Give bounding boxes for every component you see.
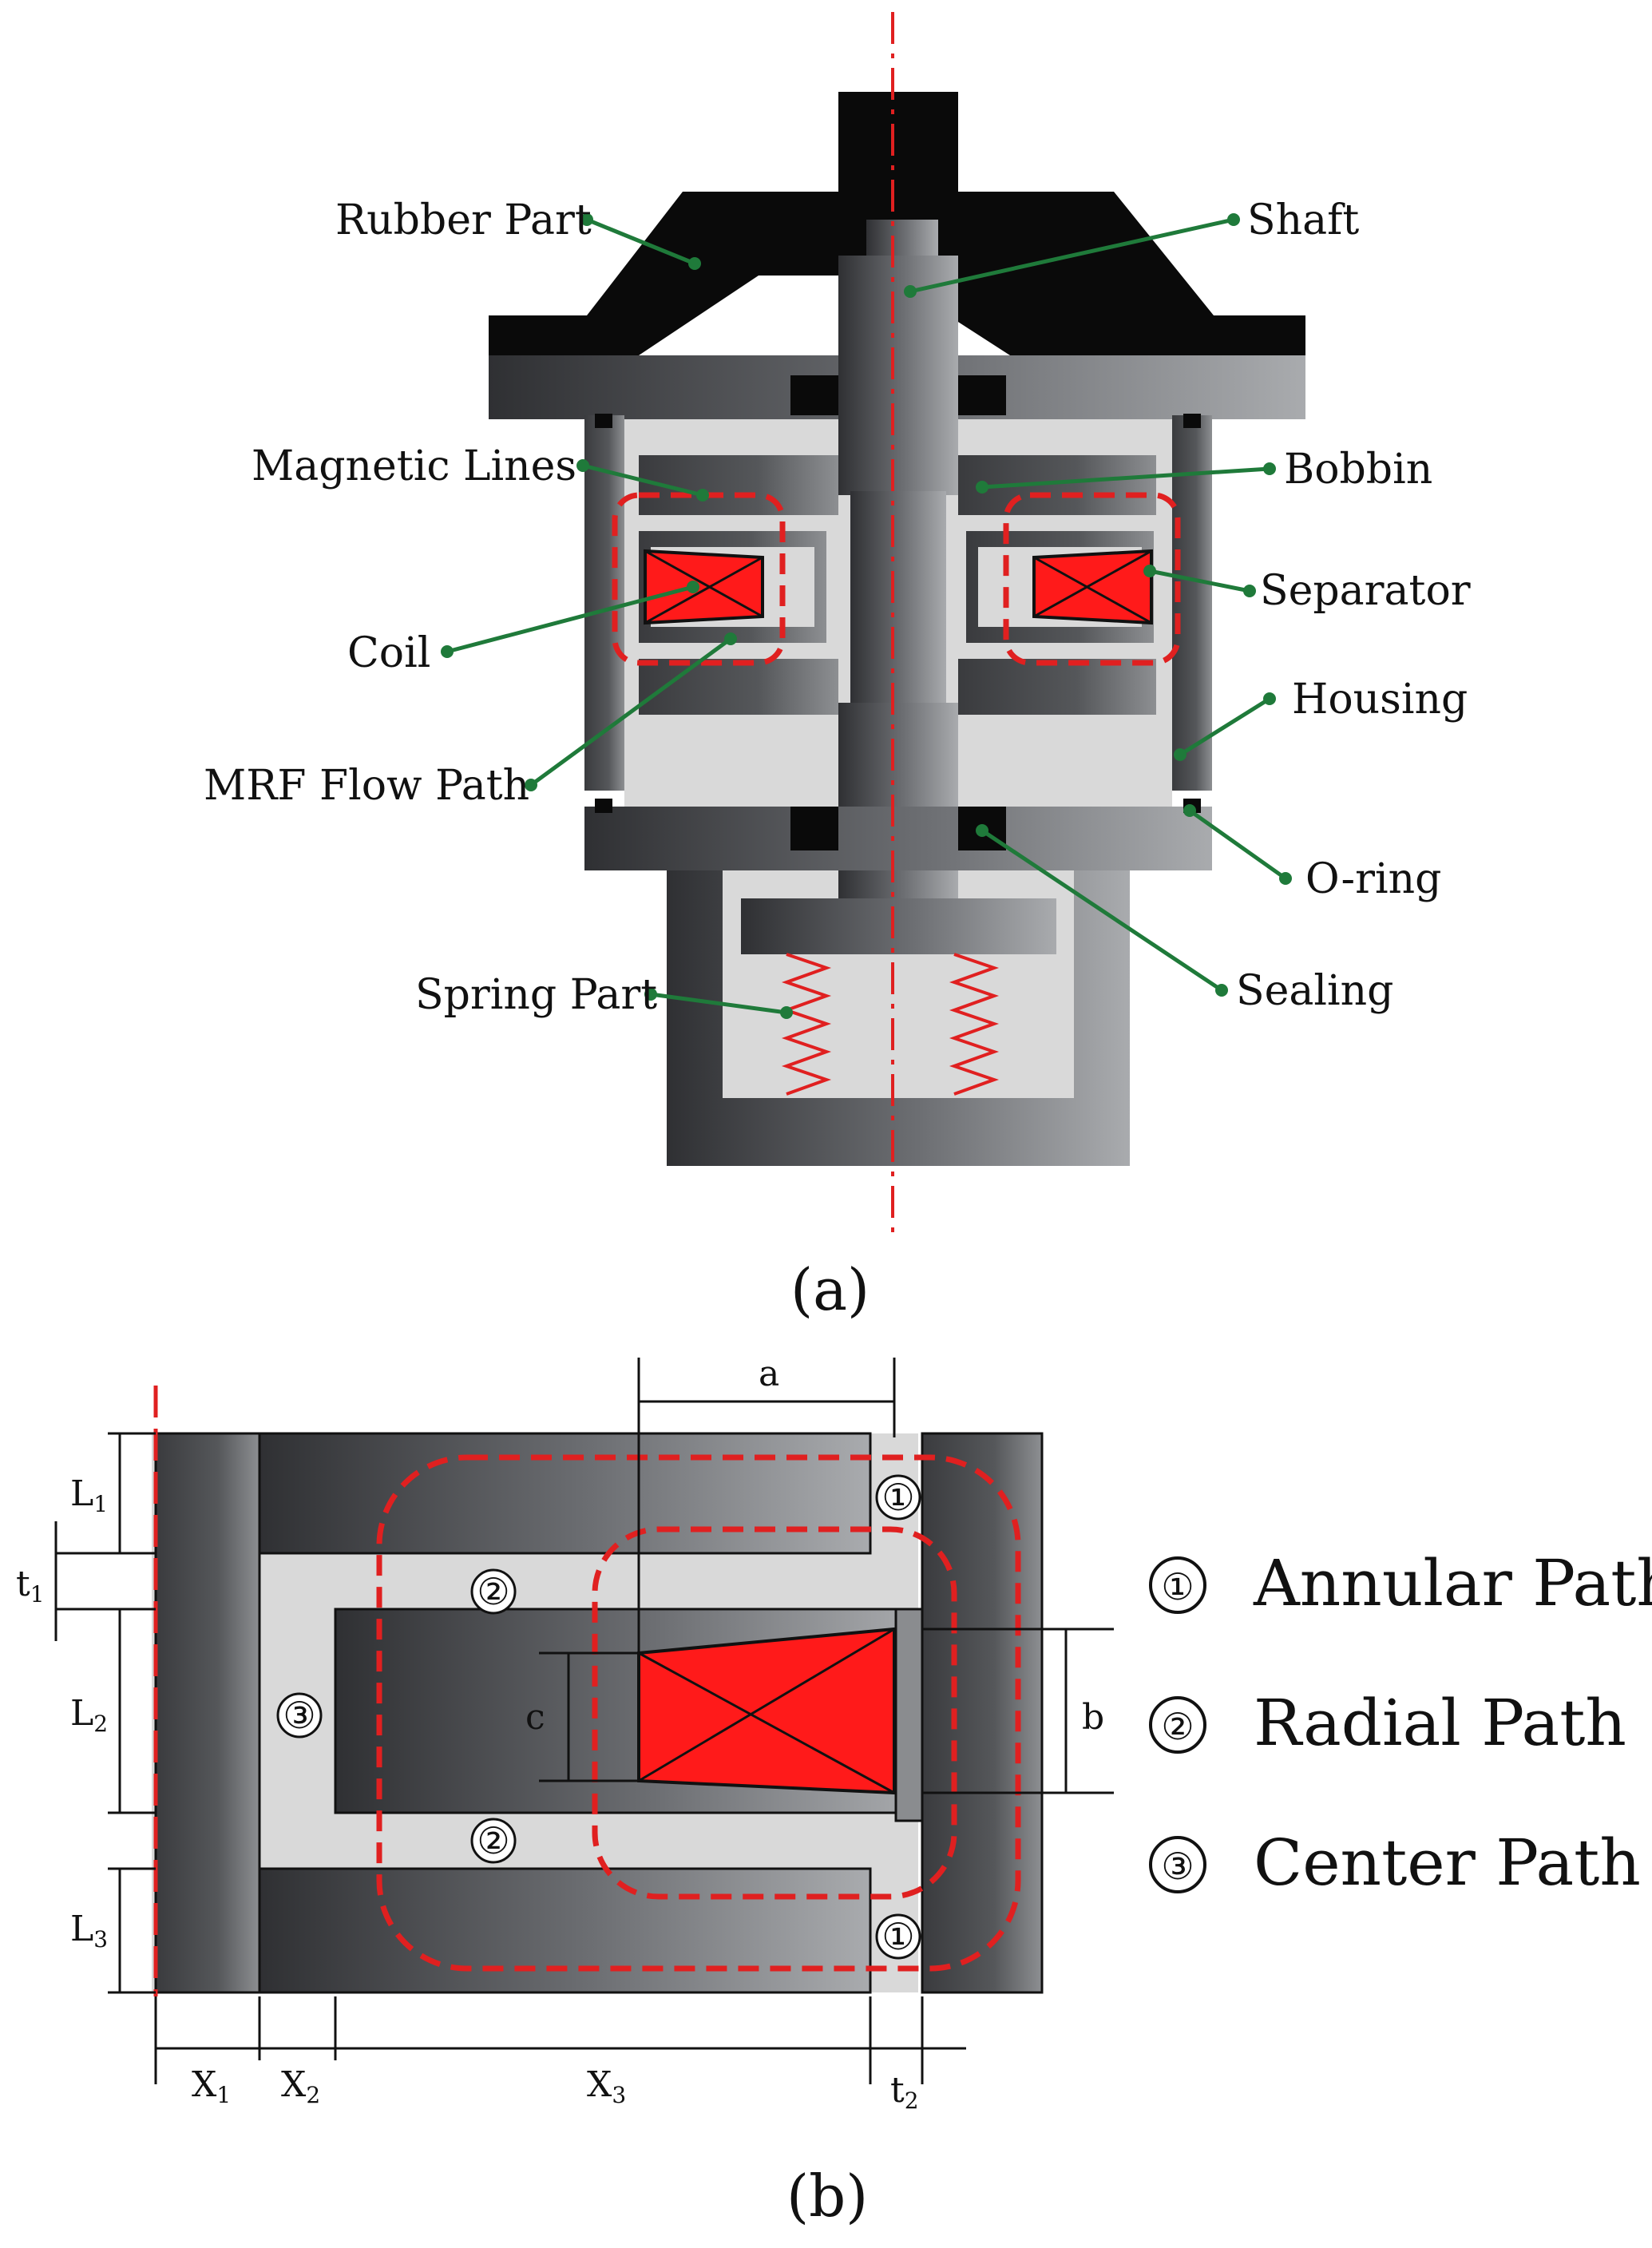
- legend-item-center: ③ Center Path: [1149, 1826, 1641, 1900]
- lower-arm: [258, 1867, 872, 1994]
- dim-t1: t1: [16, 1564, 45, 1608]
- housing-bottom-plate: [584, 807, 1212, 870]
- legend-item-radial: ② Radial Path: [1149, 1686, 1626, 1760]
- dim-l1: L1: [70, 1473, 108, 1517]
- svg-text:③: ③: [1161, 1845, 1194, 1888]
- svg-text:③: ③: [283, 1694, 315, 1737]
- outer-wall: [921, 1432, 1044, 1994]
- dim-l3: L3: [70, 1909, 108, 1953]
- dim-a: a: [759, 1354, 779, 1394]
- label-magnetic-lines: Magnetic Lines: [252, 442, 576, 490]
- label-mrf-flow-path: MRF Flow Path: [204, 762, 529, 810]
- bobbin-lower-right: [958, 659, 1156, 715]
- coil-detail: [637, 1627, 896, 1795]
- label-separator: Separator: [1260, 567, 1471, 615]
- legend-item-annular: ① Annular Path: [1149, 1546, 1652, 1620]
- separator-strip: [894, 1608, 924, 1822]
- caption-a: (a): [790, 1256, 870, 1323]
- legend: ① Annular Path ② Radial Path ③ Center Pa…: [1149, 1546, 1652, 1900]
- path-marker-two-top: ②: [470, 1568, 517, 1615]
- svg-text:①: ①: [1161, 1565, 1194, 1608]
- label-o-ring: O-ring: [1305, 855, 1441, 903]
- label-spring-part: Spring Part: [415, 971, 657, 1019]
- seal-top-left: [790, 375, 838, 415]
- dim-l2: L2: [70, 1693, 108, 1737]
- dimension-lines: [54, 1358, 1114, 2084]
- spring-right: [949, 953, 1000, 1096]
- panel-b-detail: ① ① ② ② ③: [16, 1354, 1652, 2230]
- seal-bottom-left: [790, 807, 838, 850]
- rubber-top-block: [838, 92, 958, 220]
- seal-top-right: [958, 375, 1006, 415]
- housing-right-wall: [1172, 415, 1212, 791]
- svg-text:②: ②: [477, 1570, 509, 1613]
- label-sealing: Sealing: [1236, 967, 1393, 1015]
- o-ring-bottom-left: [595, 799, 612, 813]
- spring-plate: [741, 898, 1056, 954]
- bobbin-upper-left: [639, 455, 838, 515]
- dim-x3: X3: [587, 2064, 626, 2108]
- label-rubber-part: Rubber Part: [335, 196, 592, 244]
- svg-text:①: ①: [881, 1476, 914, 1519]
- svg-text:Annular Path: Annular Path: [1253, 1546, 1652, 1620]
- magnetic-loop-inner: [592, 1526, 957, 1900]
- label-shaft: Shaft: [1247, 196, 1359, 244]
- spring-left: [781, 953, 832, 1096]
- o-ring-top-left: [595, 414, 612, 428]
- label-coil: Coil: [347, 629, 430, 677]
- label-bobbin: Bobbin: [1284, 446, 1432, 494]
- path-marker-one-bottom: ①: [875, 1913, 921, 1960]
- o-ring-top-right: [1183, 414, 1201, 428]
- dim-t2: t2: [890, 2070, 919, 2114]
- shaft-mid: [850, 491, 946, 703]
- dim-b: b: [1082, 1697, 1104, 1738]
- magnetic-loop-outer: [376, 1454, 1021, 1972]
- svg-text:②: ②: [1161, 1705, 1194, 1748]
- leader-lines: [441, 213, 1292, 1019]
- shaft-upper: [838, 256, 958, 495]
- svg-text:②: ②: [477, 1819, 509, 1862]
- upper-arm: [258, 1432, 872, 1555]
- caption-b: (b): [786, 2163, 868, 2230]
- dim-x2: X2: [281, 2064, 320, 2108]
- dim-c: c: [525, 1697, 545, 1738]
- panel-a-cross-section: Rubber Part Shaft Magnetic Lines Bobbin …: [204, 12, 1471, 1323]
- path-marker-three: ③: [276, 1692, 323, 1739]
- coil-right: [1032, 549, 1153, 625]
- path-marker-one-top: ①: [875, 1474, 921, 1520]
- bobbin-lower-left: [639, 659, 838, 715]
- center-block-x1: [154, 1432, 261, 1994]
- svg-text:Center Path: Center Path: [1254, 1826, 1641, 1900]
- path-marker-two-bottom: ②: [470, 1818, 517, 1864]
- coil-left: [644, 549, 764, 625]
- dim-x1: X1: [192, 2064, 231, 2108]
- label-housing: Housing: [1292, 676, 1468, 724]
- shaft-bottom: [838, 870, 958, 902]
- housing-left-wall: [584, 415, 624, 791]
- svg-text:Radial Path: Radial Path: [1254, 1686, 1626, 1760]
- svg-text:①: ①: [881, 1915, 914, 1958]
